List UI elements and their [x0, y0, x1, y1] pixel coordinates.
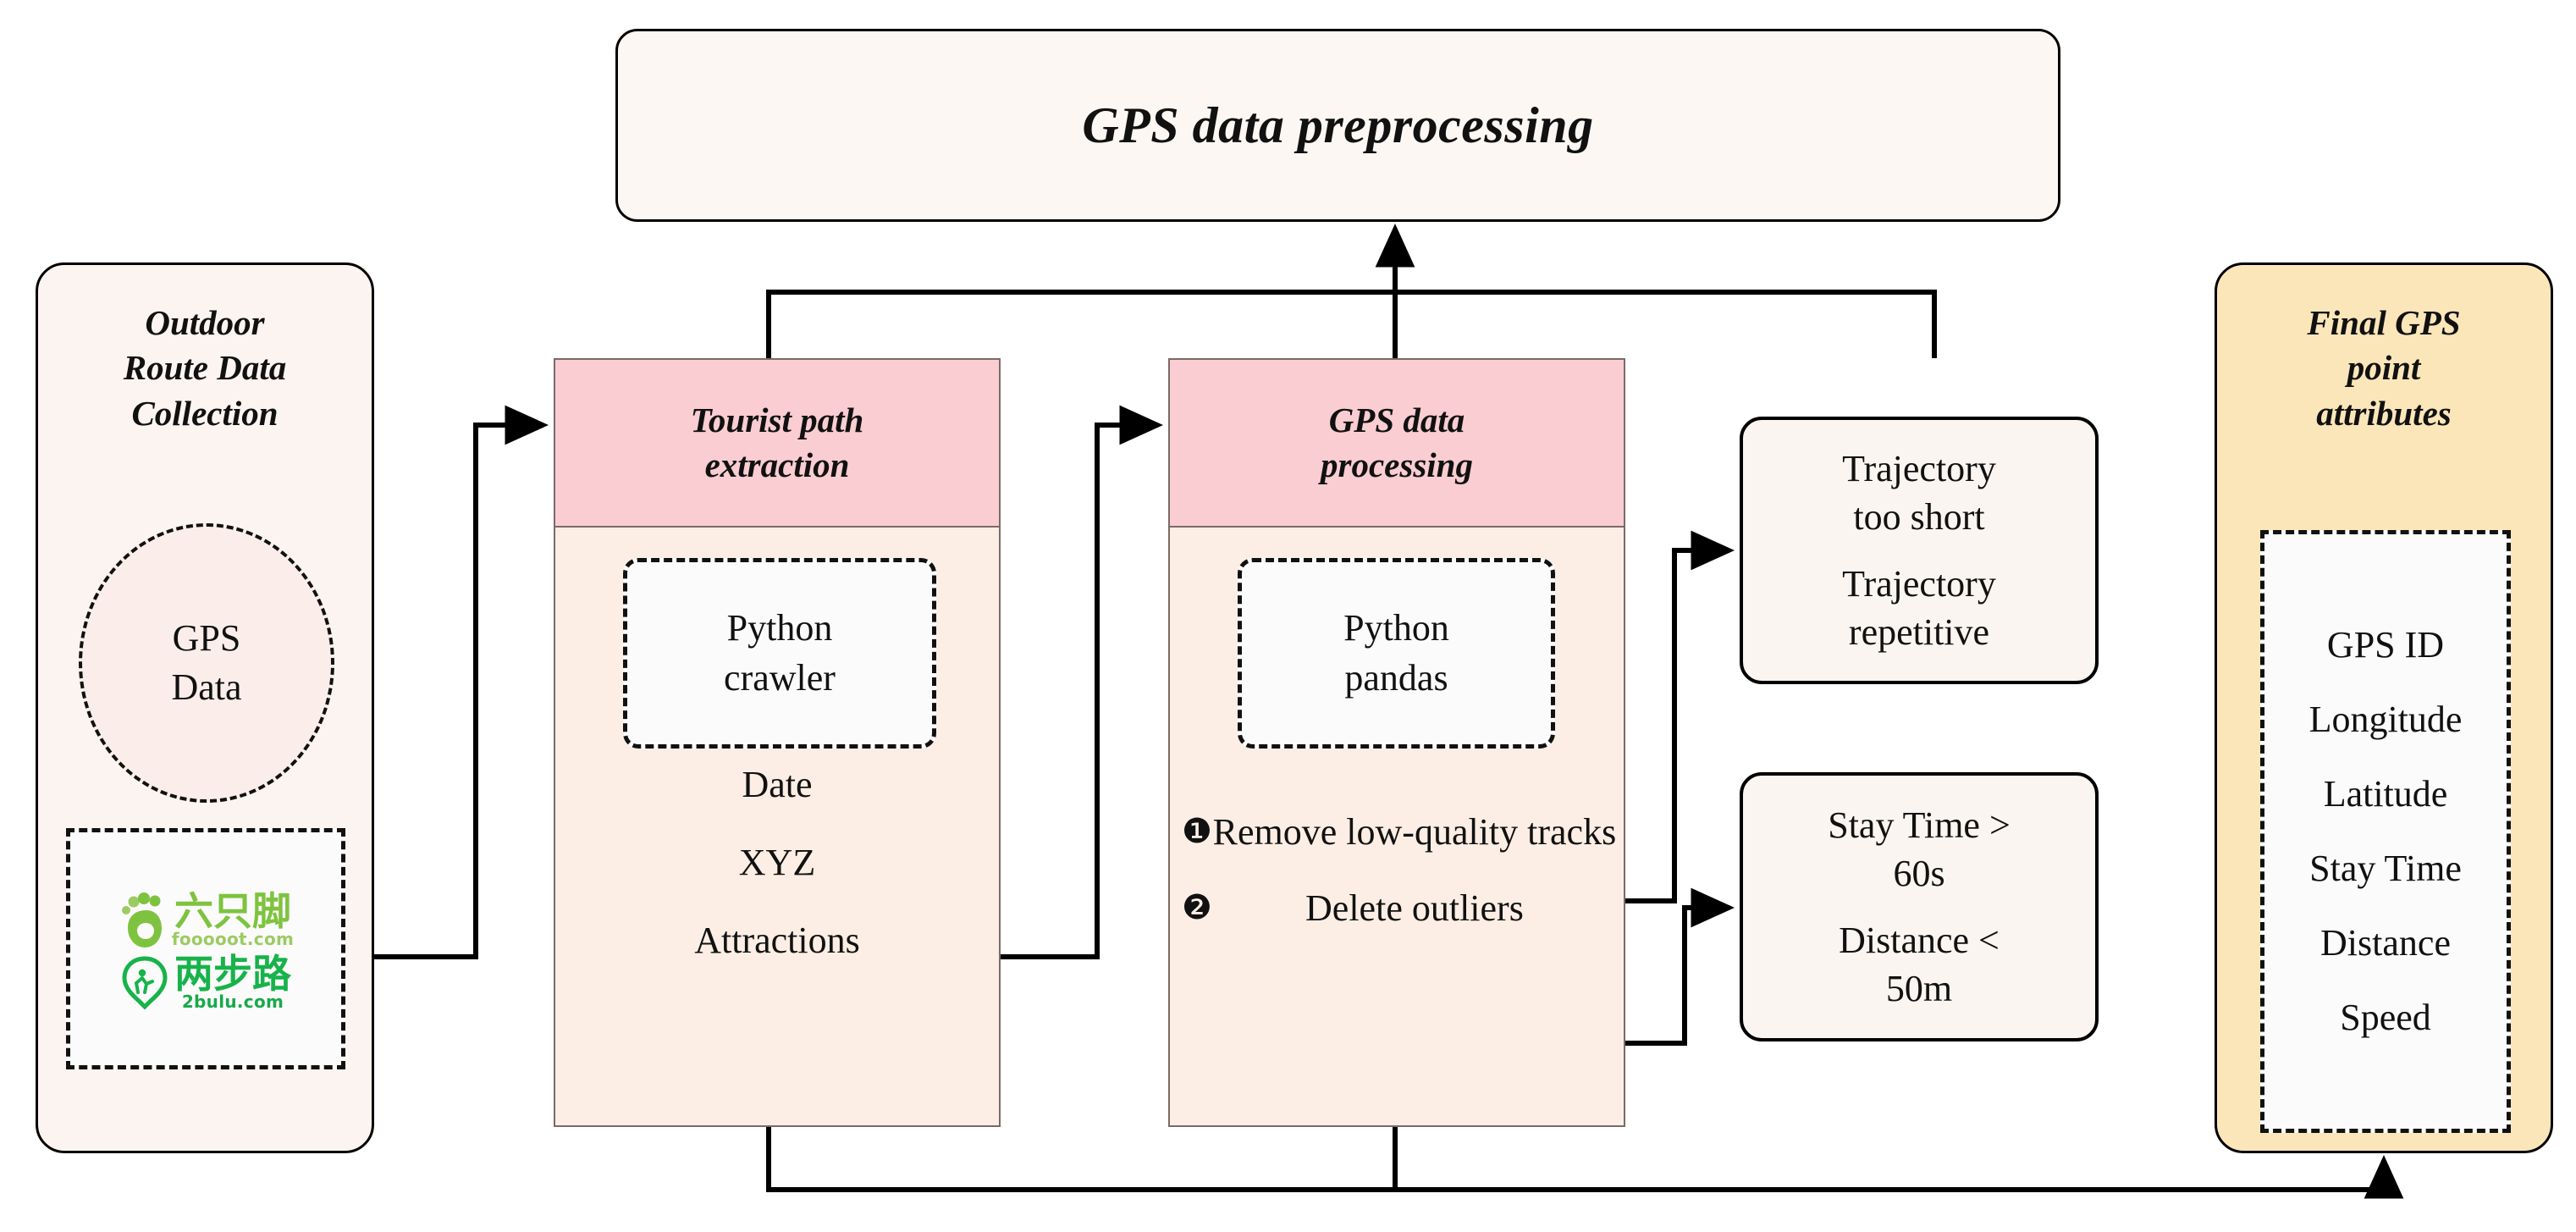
gps-attributes-list-box: GPS ID Longitude Latitude Stay Time Dist…: [2260, 530, 2511, 1133]
footprint-icon: [121, 892, 162, 947]
tourist-header-line2: extraction: [704, 445, 850, 484]
gpsproc-header-line1: GPS data: [1328, 400, 1465, 439]
trajectory-line4: repetitive: [1848, 611, 1990, 654]
outdoor-title-line2: Route Data: [123, 348, 287, 388]
attribute-stay-time: Stay Time: [2309, 848, 2462, 889]
final-title-line3: attributes: [2316, 393, 2452, 433]
python-pandas-line1: Python: [1343, 607, 1449, 649]
step-1-marker: ❶: [1182, 812, 1212, 851]
step-2-label: Delete outliers: [1305, 887, 1524, 930]
attribute-distance: Distance: [2320, 922, 2451, 964]
final-title-line1: Final GPS: [2307, 303, 2461, 342]
trajectory-line3: Trajectory: [1842, 563, 1996, 605]
stay-time-line1: Stay Time >: [1828, 804, 2011, 846]
gps-processing-steps-list: ❶ Remove low-quality tracks ❷ Delete out…: [1182, 809, 1617, 962]
step-2-marker: ❷: [1182, 888, 1212, 928]
gps-processing-step-2: ❷ Delete outliers: [1182, 885, 1617, 932]
tourist-path-extraction-header: Tourist path extraction: [555, 360, 999, 528]
logo-url-fooooot: fooooot.com: [171, 928, 295, 949]
gps-data-line2: Data: [171, 666, 242, 708]
python-pandas-box: Python pandas: [1238, 558, 1555, 749]
outdoor-card-title: Outdoor Route Data Collection: [38, 301, 372, 436]
trajectory-line1: Trajectory: [1842, 447, 1996, 489]
distance-line1: Distance <: [1839, 920, 2000, 961]
attribute-gps-id: GPS ID: [2326, 624, 2445, 666]
tourist-items-list: Date XYZ Attractions: [555, 766, 999, 1000]
python-crawler-line1: Python: [726, 607, 833, 649]
attribute-speed: Speed: [2340, 997, 2431, 1038]
trajectory-line2: too short: [1853, 495, 1985, 538]
tourist-item-date: Date: [742, 764, 813, 805]
logo-row-fooooot: 六只脚 fooooot.com: [70, 888, 341, 951]
gps-data-line1: GPS: [172, 616, 241, 659]
tourist-item-attractions: Attractions: [694, 920, 860, 961]
step-1-label: Remove low-quality tracks: [1212, 811, 1617, 853]
preprocessing-title-label: GPS data preprocessing: [1082, 97, 1594, 153]
logo-url-2bulu: 2bulu.com: [181, 991, 284, 1012]
tourist-header-line1: Tourist path: [690, 400, 864, 439]
outdoor-title-line3: Collection: [131, 393, 279, 433]
data-source-logos-box: 六只脚 fooooot.com 两步路 2bulu.com: [66, 828, 345, 1069]
attribute-longitude: Longitude: [2308, 699, 2463, 740]
gps-processing-step-1: ❶ Remove low-quality tracks: [1182, 809, 1617, 856]
final-title-line2: point: [2347, 348, 2421, 388]
trajectory-filter-box: Trajectory too short Trajectory repetiti…: [1740, 417, 2099, 684]
tourist-item-xyz: XYZ: [738, 842, 816, 883]
gpsproc-header-line2: processing: [1321, 445, 1473, 484]
python-pandas-line2: pandas: [1344, 656, 1448, 699]
logo-name-2bulu: 两步路: [174, 950, 291, 997]
python-crawler-line2: crawler: [724, 656, 836, 699]
attribute-latitude: Latitude: [2323, 773, 2448, 815]
gps-data-ellipse: GPS Data: [79, 523, 334, 803]
preprocessing-title-box: GPS data preprocessing: [615, 29, 2060, 222]
distance-line2: 50m: [1885, 968, 1953, 1010]
logo-row-2bulu: 两步路 2bulu.com: [70, 954, 341, 1010]
python-crawler-box: Python crawler: [623, 558, 936, 749]
stay-time-distance-box: Stay Time > 60s Distance < 50m: [1740, 772, 2099, 1041]
walking-person-circle-icon: [122, 955, 168, 1009]
stay-time-line2: 60s: [1893, 852, 1945, 894]
logo-name-fooooot: 六只脚: [174, 887, 291, 934]
final-card-title: Final GPS point attributes: [2217, 301, 2551, 436]
gps-data-processing-header: GPS data processing: [1170, 360, 1624, 528]
outdoor-title-line1: Outdoor: [145, 303, 265, 342]
